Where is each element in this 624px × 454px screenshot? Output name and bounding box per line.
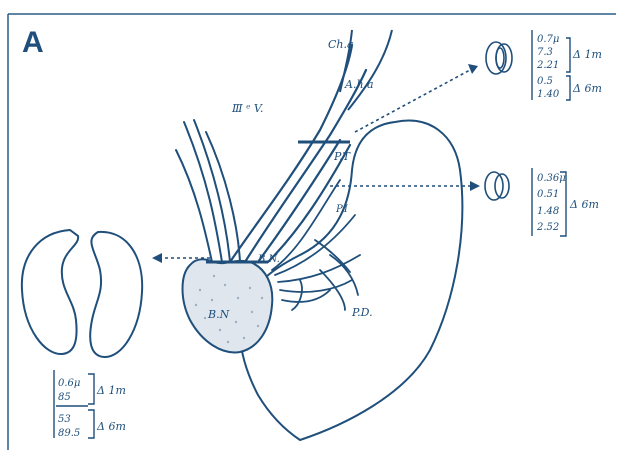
label-bin-small: B.N.: [257, 254, 280, 265]
bottom-value-2: 85: [58, 392, 71, 403]
oval-sketch-upper: [486, 42, 512, 74]
label-pd: P.D.: [351, 306, 373, 319]
upper-delta-bottom: Δ 6m: [572, 82, 602, 95]
arrow-upper-right-head: [468, 64, 478, 74]
middle-value-3: 1.48: [537, 206, 559, 217]
left-gland-pair: [22, 230, 142, 357]
upper-value-2: 7.3: [537, 47, 553, 58]
middle-value-4: 2.52: [536, 222, 559, 233]
label-bin: B.N: [207, 308, 230, 321]
bottom-value-4: 89.5: [58, 428, 80, 439]
arrow-left-head: [152, 253, 162, 263]
bottom-value-3: 53: [58, 414, 71, 425]
upper-delta-top: Δ 1m: [572, 48, 602, 61]
left-gland-lobe-2: [90, 232, 142, 357]
nerve-bundle-left: [176, 120, 240, 262]
label-pt2: P.I: [335, 204, 349, 215]
upper-value-3: 2.21: [536, 60, 559, 71]
bottom-delta-bottom: Δ 6m: [96, 420, 126, 433]
panel-label: A: [22, 26, 44, 59]
middle-value-1: 0.36μ: [537, 173, 566, 184]
middle-delta: Δ 6m: [569, 198, 599, 211]
label-ana: A.h.a: [344, 78, 374, 91]
arrow-middle-right-head: [470, 181, 480, 191]
middle-value-2: 0.51: [537, 189, 559, 200]
oval-sketch-middle: [485, 172, 509, 200]
upper-value-4: 0.5: [537, 76, 553, 87]
left-gland-lobe-1: [22, 230, 78, 354]
bottom-delta-top: Δ 1m: [96, 384, 126, 397]
upper-value-1: 0.7μ: [537, 34, 559, 45]
upper-value-5: 1.40: [537, 89, 560, 100]
label-nerve-v: Ⅲ ᵉ V.: [231, 102, 263, 115]
bottom-value-1: 0.6μ: [58, 378, 80, 389]
label-pt: P.T: [333, 150, 352, 163]
label-chorda: Ch.a: [328, 38, 354, 51]
